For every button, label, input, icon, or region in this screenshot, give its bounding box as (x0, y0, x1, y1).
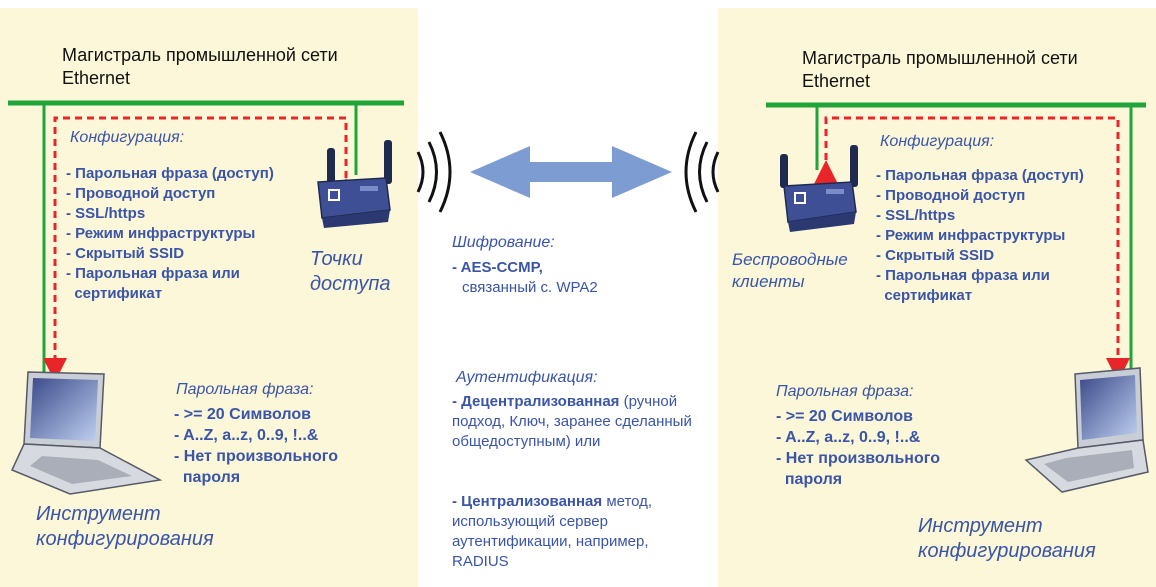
list-item: - A..Z, a..z, 0..9, !..& (174, 427, 319, 444)
list-item: - A..Z, a..z, 0..9, !..& (776, 429, 921, 446)
list-item: - Парольная фраза (доступ) (66, 165, 274, 182)
right-config-path (814, 116, 1130, 382)
auth-title: Аутентификация: (456, 369, 598, 386)
list-item: - Нет произвольного (776, 450, 940, 467)
left-tool-label: Инструмент конфигурирования (36, 503, 214, 550)
list-item: сертификат (66, 285, 163, 302)
right-passphrase-list: - >= 20 Символов - A..Z, a..z, 0..9, !..… (776, 406, 940, 490)
list-item: - Режим инфраструктуры (66, 225, 256, 242)
list-item: - Режим инфраструктуры (876, 227, 1066, 244)
list-item: - Скрытый SSID (66, 245, 185, 262)
wireless-clients-label: Беспроводные клиенты (732, 250, 848, 291)
left-network-title: Магистраль промышленной сети Ethernet (62, 45, 338, 88)
encryption-text: - AES-CCMP, связанный с. WPA2 (452, 259, 598, 296)
right-config-title: Конфигурация: (880, 133, 995, 150)
list-item: пароля (174, 469, 241, 486)
left-config-list: - Парольная фраза (доступ) - Проводной д… (66, 164, 274, 304)
list-item: - Нет произвольного (174, 448, 338, 465)
list-item: - SSL/https (876, 207, 956, 224)
laptop-left-icon (10, 371, 163, 495)
access-point-label: Точки доступа (310, 248, 391, 295)
right-network-title: Магистраль промышленной сети Ethernet (802, 48, 1078, 91)
left-passphrase-list: - >= 20 Символов - A..Z, a..z, 0..9, !..… (174, 404, 338, 488)
radio-waves-left-icon (416, 131, 452, 213)
access-point-icon (317, 140, 392, 228)
laptop-right-icon (1024, 367, 1149, 493)
list-item: - Проводной доступ (66, 185, 216, 202)
left-config-title: Конфигурация: (70, 129, 185, 146)
auth-decentralized: - Децентрализованная (ручной подход, Клю… (452, 393, 692, 450)
left-passphrase-title: Парольная фраза: (176, 381, 314, 398)
list-item: пароля (776, 471, 843, 488)
auth-centralized: - Централизованная метод, использующий с… (452, 493, 653, 570)
left-config-path (43, 116, 358, 382)
wireless-link-arrow (470, 146, 672, 198)
list-item: - Парольная фраза или (876, 267, 1050, 284)
right-tool-label: Инструмент конфигурирования (918, 515, 1096, 562)
list-item: сертификат (876, 287, 973, 304)
list-item: - >= 20 Символов (776, 408, 913, 425)
list-item: - SSL/https (66, 205, 146, 222)
list-item: - Проводной доступ (876, 187, 1026, 204)
list-item: - Скрытый SSID (876, 247, 995, 264)
wireless-client-icon (780, 145, 858, 232)
right-passphrase-title: Парольная фраза: (776, 383, 914, 400)
list-item: - Парольная фраза (доступ) (876, 167, 1084, 184)
list-item: - >= 20 Символов (174, 406, 311, 423)
encryption-title: Шифрование: (452, 234, 555, 251)
radio-waves-right-icon (684, 131, 720, 213)
right-config-list: - Парольная фраза (доступ) - Проводной д… (876, 166, 1084, 306)
list-item: - Парольная фраза или (66, 265, 240, 282)
